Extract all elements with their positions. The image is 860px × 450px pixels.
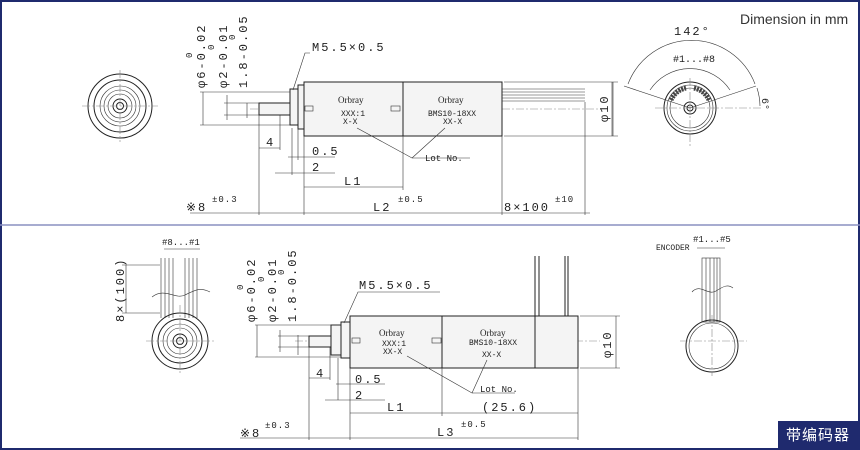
thread-spec: M5.5×0.5	[312, 41, 386, 55]
dim-L1: L1	[387, 401, 405, 415]
dim-L1: L1	[344, 175, 362, 189]
dim-encoder-length: (25.6)	[482, 401, 537, 415]
bottom-rear-end-view: ENCODER #1...#5	[656, 235, 747, 376]
ratio-label: XXX:1	[382, 340, 406, 349]
motor-body	[402, 81, 503, 137]
angle-6: 6°	[758, 98, 770, 110]
pin-range-label: #1...#8	[673, 55, 715, 66]
tol-L2: ±0.5	[398, 195, 424, 205]
bottom-dimensions: φ6-0.02 0 φ2-0.01 0 1.8-0.05 0 M5.5×0.5 …	[236, 248, 620, 441]
lot-code: X-X	[343, 118, 358, 127]
motor-pin-range: #8...#1	[162, 238, 200, 248]
model-label: BMS10-18XX	[469, 339, 517, 348]
tol-upper: 0	[207, 44, 217, 50]
dim-star-8: ※8	[240, 427, 261, 441]
top-dimensions: φ6-0.02 0 φ2-0.01 0 1.8-0.05 0	[185, 14, 618, 215]
tol-star-8: ±0.3	[265, 421, 291, 431]
dim-0-5: 0.5	[312, 145, 340, 159]
motor-body	[441, 315, 536, 369]
bottom-front-end-view: #8...#1 8×(100)	[114, 238, 214, 375]
dim-4: 4	[266, 136, 275, 150]
dim-wire-length: 8×100	[504, 201, 550, 215]
gearhead-body	[303, 81, 404, 137]
lot-code: XX-X	[383, 348, 402, 357]
shaft	[308, 335, 332, 348]
flange	[330, 324, 342, 356]
thread-spec: M5.5×0.5	[359, 279, 433, 293]
dim-4: 4	[316, 367, 325, 381]
brand-label: Orbray	[438, 95, 464, 105]
lot-code: XX-X	[443, 118, 462, 127]
dim-shaft-outer: φ6-0.02	[195, 24, 209, 88]
dim-body-dia: φ10	[601, 330, 615, 358]
tol-L3: ±0.5	[461, 420, 487, 430]
dim-L2: L2	[373, 201, 391, 215]
dim-flat: 1.8-0.05	[237, 14, 251, 88]
ratio-label: XXX:1	[341, 110, 365, 119]
tol-upper: 0	[228, 34, 238, 40]
tol-upper: 0	[236, 284, 246, 290]
dim-0-5: 0.5	[355, 373, 383, 387]
gearhead-body	[349, 315, 443, 369]
brand-label: Orbray	[480, 328, 506, 338]
dim-L3: L3	[437, 426, 455, 440]
dim-body-dia: φ10	[598, 94, 612, 122]
motor-wire-length: 8×(100)	[114, 258, 128, 322]
tol-upper: 0	[257, 276, 267, 282]
encoder-pin-range: #1...#5	[693, 235, 731, 245]
dim-shaft-outer: φ6-0.02	[245, 258, 259, 322]
dim-flat: 1.8-0.05	[286, 248, 300, 322]
model-label: BMS10-18XX	[428, 110, 476, 119]
dim-shaft-dia: φ2-0.01	[266, 258, 280, 322]
dim-shaft-dia: φ2-0.01	[217, 24, 231, 88]
dim-star-8: ※8	[186, 201, 207, 215]
lot-no-label: Lot No.	[425, 154, 463, 164]
tol-upper: 0	[185, 52, 195, 58]
tol-wire: ±10	[555, 195, 574, 205]
tol-star-8: ±0.3	[212, 195, 238, 205]
lot-code: XX-X	[482, 351, 501, 360]
encoder-label: ENCODER	[656, 244, 690, 253]
shaft	[258, 102, 292, 116]
dim-2: 2	[355, 389, 364, 403]
top-rear-end-view: 142° #1...#8 6°	[611, 25, 770, 148]
top-front-end-view	[82, 70, 158, 142]
top-motor-side-view: Orbray XXX:1 X-X Orbray BMS10-18XX XX-X	[250, 81, 600, 137]
brand-label: Orbray	[379, 328, 405, 338]
dim-2: 2	[312, 161, 321, 175]
lot-no-label: Lot No.	[480, 385, 518, 395]
brand-label: Orbray	[338, 95, 364, 105]
encoder-body	[534, 315, 579, 369]
section-tag: 带编码器	[778, 421, 858, 449]
flange	[289, 88, 299, 126]
units-note: Dimension in mm	[740, 11, 848, 27]
bottom-motor-side-view: Orbray XXX:1 XX-X Orbray BMS10-18XX XX-X	[295, 256, 600, 369]
angle-142: 142°	[674, 25, 711, 39]
tol-upper: 0	[277, 269, 287, 275]
